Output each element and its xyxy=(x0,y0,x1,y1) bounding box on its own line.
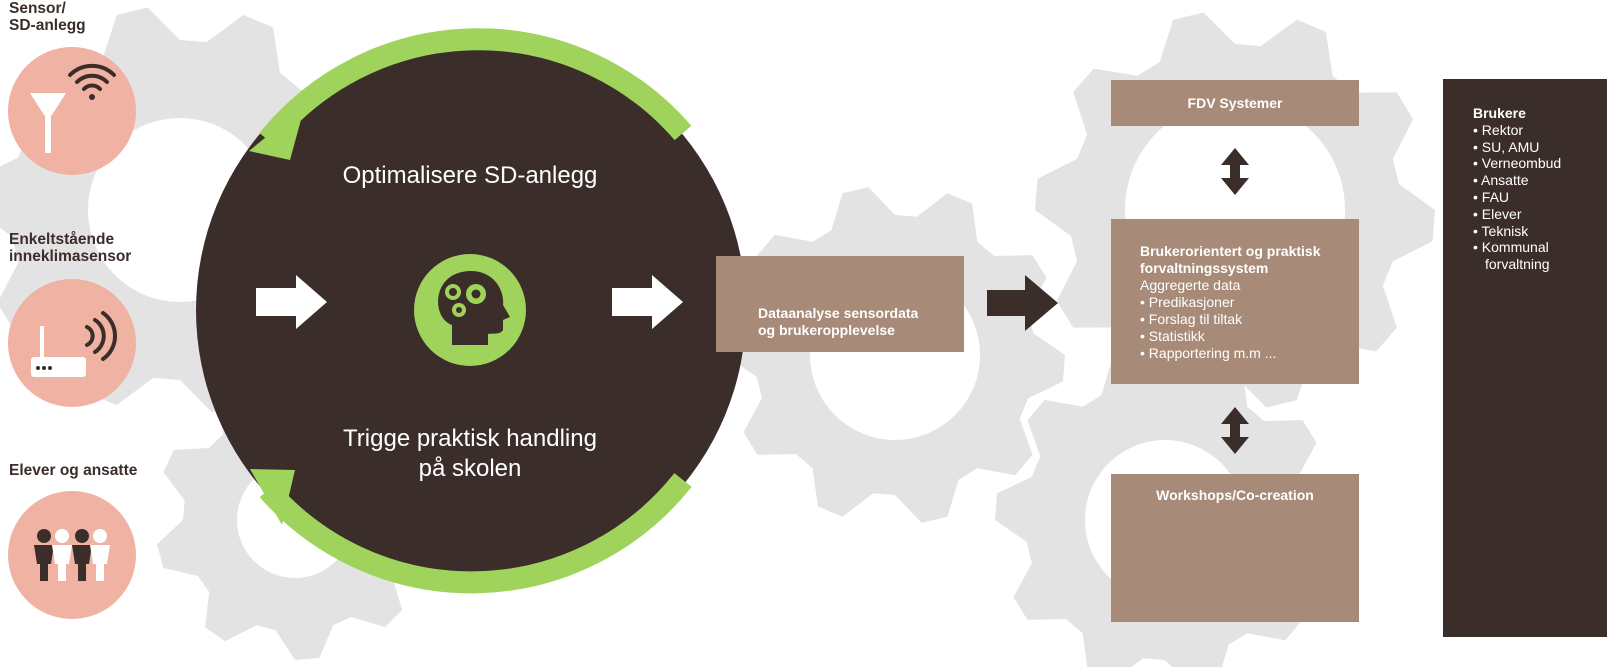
gear-shape xyxy=(725,187,1065,523)
users-title: Brukere xyxy=(1473,105,1526,121)
cycle-arc-top xyxy=(259,28,692,147)
fdv-label: FDV Systemer xyxy=(1187,95,1283,111)
fdv-box: FDV Systemer xyxy=(1111,80,1359,126)
users-list: Rektor SU, AMU Verneombud Ansatte FAU El… xyxy=(1473,122,1607,273)
arrow-to-system xyxy=(987,275,1058,331)
list-item: Forslag til tiltak xyxy=(1140,311,1359,328)
arrow-out xyxy=(612,275,683,329)
list-item: Kommunal forvaltning xyxy=(1473,239,1607,273)
input-label-sensor: Sensor/ SD-anlegg xyxy=(9,0,86,34)
person-figure xyxy=(52,529,72,581)
analysis-label: Dataanalyse sensordata og brukeropplevel… xyxy=(758,305,919,338)
cycle-top-text: Optimalisere SD-anlegg xyxy=(342,162,598,189)
people-icon xyxy=(34,529,110,581)
person-figure xyxy=(72,529,92,581)
head-gears-icon xyxy=(414,254,526,366)
list-item: FAU xyxy=(1473,189,1607,206)
cycle-arc-bottom xyxy=(259,473,692,594)
system-subtitle: Aggregerte data xyxy=(1140,277,1241,293)
system-title: Brukerorientert og praktisk forvaltnings… xyxy=(1140,243,1321,276)
input-label-indoor-sensor: Enkeltstående inneklimasensor xyxy=(9,231,132,265)
person-figure xyxy=(90,529,110,581)
input-circle-sensor xyxy=(8,47,136,175)
list-item: Elever xyxy=(1473,206,1607,223)
cycle-arrowhead-top xyxy=(249,105,305,160)
input-circle-people xyxy=(8,491,136,619)
list-item: Verneombud xyxy=(1473,155,1607,172)
router-signal-icon xyxy=(31,311,117,377)
list-item: Ansatte xyxy=(1473,172,1607,189)
list-item: Predikasjoner xyxy=(1140,294,1359,311)
list-item: Statistikk xyxy=(1140,328,1359,345)
list-item: Rapportering m.m ... xyxy=(1140,345,1359,362)
system-box: Brukerorientert og praktisk forvaltnings… xyxy=(1111,219,1359,384)
workshop-box: Workshops/Co-creation xyxy=(1111,474,1359,622)
person-figure xyxy=(34,529,54,581)
system-list: Predikasjoner Forslag til tiltak Statist… xyxy=(1140,294,1359,362)
double-arrow-fdv xyxy=(1221,148,1249,195)
workshop-label: Workshops/Co-creation xyxy=(1156,487,1314,503)
input-circle-indoor-sensor xyxy=(8,279,136,407)
users-panel: Brukere Rektor SU, AMU Verneombud Ansatt… xyxy=(1443,79,1607,637)
double-arrow-workshop xyxy=(1221,407,1249,454)
antenna-wifi-icon xyxy=(30,63,116,153)
analysis-box: Dataanalyse sensordata og brukeropplevel… xyxy=(716,256,964,352)
input-label-people: Elever og ansatte xyxy=(9,462,138,479)
cycle-arrowhead-bottom xyxy=(250,469,295,525)
list-item: Teknisk xyxy=(1473,223,1607,240)
list-item: Rektor xyxy=(1473,122,1607,139)
cycle-bottom-text: Trigge praktisk handling på skolen xyxy=(343,425,597,482)
arrow-in xyxy=(256,275,327,329)
list-item: SU, AMU xyxy=(1473,139,1607,156)
